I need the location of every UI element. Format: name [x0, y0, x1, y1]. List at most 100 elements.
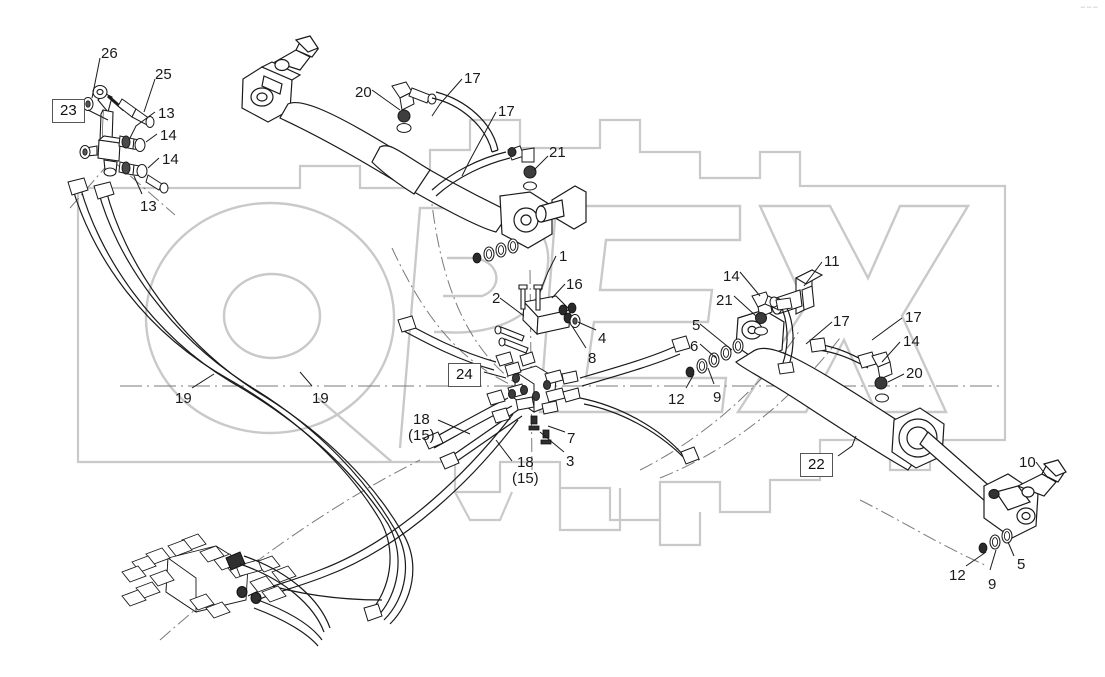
- callout-18-a-line1: 18: [413, 411, 430, 428]
- callout-14-right-lower: 14: [903, 333, 920, 350]
- hose-17-left: [431, 91, 499, 153]
- callout-18-b-line1: 18: [517, 454, 534, 471]
- hose-19b-outer: [97, 189, 406, 621]
- assembly-item-23: [85, 84, 126, 177]
- callout-14-upper: 14: [160, 127, 177, 144]
- cyl-left-barrel-cap: [371, 145, 431, 195]
- callout-19-b: 19: [312, 390, 329, 407]
- callout-18-a-line2: (15): [408, 426, 435, 444]
- centerlines: [69, 159, 1000, 641]
- hose-17-right-short: [775, 297, 795, 375]
- bolt-2a: [520, 287, 526, 310]
- bolt-2b: [535, 287, 541, 311]
- centerline-cyl-left-2: [429, 185, 529, 393]
- callout-21-left: 21: [549, 144, 566, 161]
- parts-13-14-upper: [118, 135, 146, 152]
- callout-26: 26: [101, 45, 118, 62]
- hose-19-group: [67, 177, 414, 625]
- watermark-lower-fragment: [454, 488, 702, 547]
- boxed-callout-23: 23: [52, 99, 85, 123]
- callout-9-left: 9: [713, 389, 722, 406]
- callout-1: 1: [559, 248, 568, 265]
- cyl-left-pin: [273, 49, 311, 71]
- bracket-plate-16: [494, 284, 572, 354]
- parts-1-washer-stack: [472, 238, 519, 264]
- callout-5-left: 5: [692, 317, 701, 334]
- callout-6: 6: [690, 338, 699, 355]
- fitting-20-left: [391, 81, 437, 133]
- callout-25: 25: [155, 66, 172, 83]
- part-25-bolt: [117, 98, 155, 128]
- cylinder-left: [241, 35, 587, 249]
- callout-10: 10: [1019, 454, 1036, 471]
- callout-7: 7: [567, 430, 576, 447]
- callout-16: 16: [566, 276, 583, 293]
- callout-13-upper: 13: [158, 105, 175, 122]
- hose-18-group: [423, 389, 523, 470]
- boxed-callout-24: 24: [448, 363, 481, 387]
- callout-2: 2: [492, 290, 501, 307]
- item23-lower-block: [97, 139, 121, 162]
- boxed-callout-22: 22: [800, 453, 833, 477]
- fittings-14-21-right: [751, 291, 783, 336]
- centerline-cyl-left: [391, 247, 529, 393]
- callout-13-lower: 13: [140, 198, 157, 215]
- callout-14-middle: 14: [162, 151, 179, 168]
- watermark-gear-outline: [76, 118, 1007, 522]
- parts-5-9-12-rod-stack: [978, 528, 1013, 554]
- cyl-left-clevis-slot: [261, 75, 283, 95]
- part-10-pin: [1016, 473, 1057, 497]
- leader-lines: [87, 57, 1049, 571]
- hose-manifold-right: [579, 335, 700, 465]
- callout-17-d: 17: [905, 309, 922, 326]
- callout-17-c: 17: [833, 313, 850, 330]
- centerline-lower-left: [159, 459, 421, 641]
- manifold-24: [495, 351, 581, 415]
- centerline-cyl-right: [639, 329, 801, 471]
- callout-3: 3: [566, 453, 575, 470]
- screw-2d: [502, 338, 529, 354]
- bolt-2b-head: [533, 284, 543, 290]
- corner-watermark: −−−: [1080, 2, 1099, 12]
- item23-eye-bore: [96, 88, 104, 96]
- callout-21-right: 21: [716, 292, 733, 309]
- item23-outlet-end: [103, 167, 117, 177]
- callout-18-b-line2: (15): [512, 469, 539, 487]
- hose-19a-outer: [71, 185, 391, 613]
- parts-13-14-lower: [118, 161, 169, 194]
- watermark-letter-q-tail: [317, 397, 393, 463]
- hose-valve-to-right: [239, 555, 331, 647]
- hose-manifold-left: [397, 315, 497, 371]
- callout-14-right-upper: 14: [723, 268, 740, 285]
- callout-12-left: 12: [668, 391, 685, 408]
- callout-20-left: 20: [355, 84, 372, 101]
- callout-9-rod: 9: [988, 576, 997, 593]
- watermark-letter-x: [735, 204, 971, 414]
- fittings-14-20-right-lower: [871, 351, 893, 403]
- fitting-21-left: [507, 145, 537, 191]
- callout-18-15-a: 18 (15): [408, 412, 435, 444]
- callout-20-right: 20: [906, 365, 923, 382]
- hose-19b-inner: [105, 189, 414, 625]
- valve-block: [121, 533, 297, 619]
- cyl-right-barrel: [735, 347, 929, 471]
- watermark-letter-e: [538, 204, 742, 414]
- watermark-letter-q: [144, 201, 396, 435]
- callout-4: 4: [598, 330, 607, 347]
- callout-17-a: 17: [464, 70, 481, 87]
- centerline-right-low: [859, 499, 986, 566]
- part-23-left-nut: [79, 145, 91, 159]
- callout-8: 8: [588, 350, 597, 367]
- parts-3-7-plugs: [528, 415, 552, 445]
- callout-17-b: 17: [498, 103, 515, 120]
- hose-17-right-long: [809, 337, 877, 369]
- bolt-2a-head: [518, 284, 528, 290]
- watermark-letter-q-inner: [222, 272, 322, 360]
- callout-12-rod: 12: [949, 567, 966, 584]
- callout-18-15-b: 18 (15): [512, 455, 539, 487]
- callout-19-a: 19: [175, 390, 192, 407]
- centerline-cyl-right-2: [659, 337, 841, 479]
- cylinder-right: [735, 309, 1067, 539]
